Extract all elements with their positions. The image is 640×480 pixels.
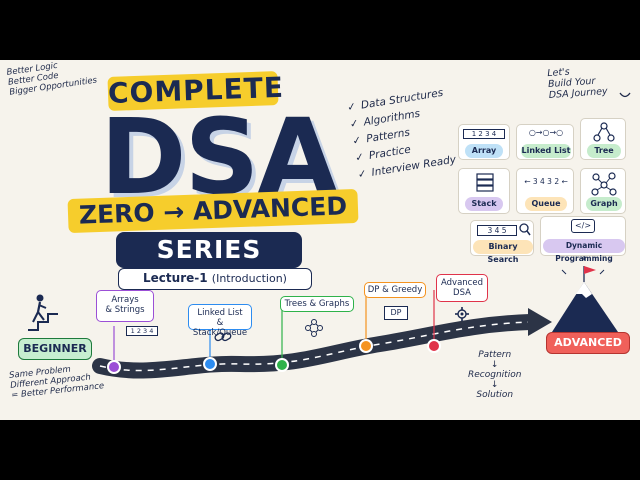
card-array: 1 2 3 4 Array: [458, 124, 510, 160]
milestone-dp: DP & Greedy: [364, 282, 426, 298]
card-tree: Tree: [580, 118, 626, 160]
card-stack: Stack: [458, 168, 510, 214]
magnifier-icon: [519, 223, 531, 236]
card-label: Stack: [465, 197, 503, 211]
milestone-advanced: ADVANCED: [546, 332, 630, 354]
smile-icon: [619, 92, 631, 98]
flow-arrow: ↓: [490, 360, 499, 370]
milestone-advanced-dsa: Advanced DSA: [436, 274, 488, 302]
milestone-dot: [359, 339, 373, 353]
milestone-beginner: BEGINNER: [18, 338, 92, 360]
card-linked-list: ○→○→○ Linked List: [516, 124, 574, 160]
pattern-flow: Pattern ↓ Recognition ↓ Solution: [468, 350, 521, 400]
climber-icon: [28, 294, 58, 331]
milestone-dp-label: DP & Greedy: [367, 285, 423, 295]
array-mini-icon: 1 2 3 4: [126, 326, 158, 336]
milestone-dot: [427, 339, 441, 353]
card-label: Binary Search: [473, 240, 533, 264]
array-icon: 1 2 3 4: [463, 129, 505, 139]
linked-list-icon: ○→○→○: [528, 128, 564, 137]
milestone-trees-label: Trees & Graphs: [284, 299, 350, 309]
milestone-arrays: Arrays & Strings: [96, 290, 154, 322]
flow-step: Recognition: [468, 370, 522, 380]
flow-step: Pattern: [478, 350, 512, 360]
letterbox-bottom: [0, 420, 640, 480]
card-label: Linked List: [521, 144, 571, 158]
milestone-linked-list: Linked List & Stack/Queue: [188, 304, 252, 338]
lecture-subtitle: (Introduction): [211, 272, 287, 285]
graph-icon: [591, 172, 617, 196]
thumbnail-board: Better Logic Better Code Bigger Opportun…: [0, 60, 640, 420]
card-label: Graph: [586, 197, 622, 211]
letterbox-top: [0, 0, 640, 60]
queue-icon: ← 3 4 3 2 ←: [524, 177, 568, 186]
lecture-badge: Lecture-1 (Introduction): [118, 268, 312, 290]
code-icon: </>: [571, 219, 595, 233]
mountain-icon: [552, 256, 618, 332]
binary-search-icon: 3 4 5: [477, 225, 517, 236]
milestone-dot: [203, 357, 217, 371]
lecture-number: Lecture-1: [143, 271, 208, 285]
graph-mini-icon: [305, 319, 323, 337]
stack-icon: [476, 173, 494, 192]
card-queue: ← 3 4 3 2 ← Queue: [516, 168, 574, 214]
tree-icon: [593, 122, 615, 142]
card-binary-search: 3 4 5 Binary Search: [470, 220, 534, 264]
gear-icon: [455, 307, 469, 321]
milestone-trees: Trees & Graphs: [280, 296, 354, 312]
milestone-adv-label: Advanced DSA: [441, 278, 483, 298]
card-label: Tree: [587, 144, 621, 158]
dp-icon: DP: [384, 306, 408, 320]
title-series: SERIES: [116, 232, 302, 268]
milestone-arrays-label: Arrays & Strings: [105, 295, 145, 315]
milestone-dot: [107, 360, 121, 374]
card-label: Array: [465, 144, 503, 158]
milestone-dot: [275, 358, 289, 372]
chain-link-icon: [214, 332, 232, 342]
flow-step: Solution: [476, 390, 514, 400]
card-graph: Graph: [580, 168, 626, 214]
card-label: Queue: [525, 197, 567, 211]
flow-arrow: ↓: [490, 380, 499, 390]
